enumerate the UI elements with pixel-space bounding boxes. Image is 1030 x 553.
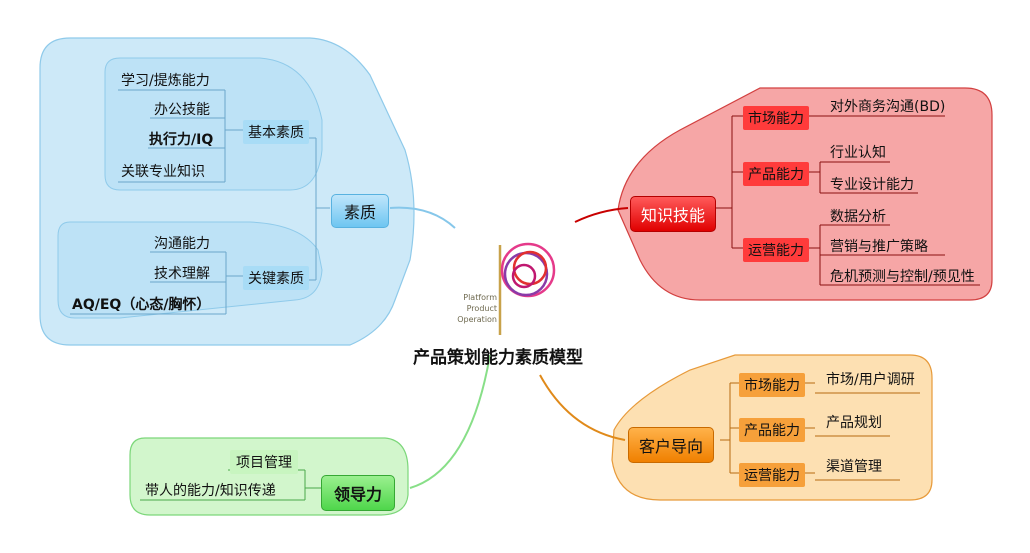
knowledge-region [617, 87, 993, 301]
basic-quality-item[interactable]: 执行力/IQ [149, 132, 214, 148]
leadership-item[interactable]: 项目管理 [230, 450, 298, 474]
knowledge-operation-item[interactable]: 危机预测与控制/预见性 [830, 269, 975, 285]
knowledge-market-node[interactable]: 市场能力 [743, 106, 809, 130]
logo-line: Platform [463, 293, 497, 302]
key-quality-item[interactable]: AQ/EQ（心态/胸怀） [72, 297, 211, 313]
quality-node[interactable]: 素质 [331, 194, 390, 228]
logo-line: Operation [457, 315, 497, 324]
customer-product-node[interactable]: 产品能力 [739, 418, 805, 442]
leadership-node[interactable]: 领导力 [321, 475, 396, 511]
center-logo-text: Platform Product Operation [455, 292, 497, 325]
central-topic[interactable]: 产品策划能力素质模型 [413, 348, 583, 368]
knowledge-operation-item[interactable]: 营销与推广策略 [830, 239, 928, 255]
key-quality-node[interactable]: 关键素质 [243, 266, 309, 290]
knowledge-operation-node[interactable]: 运营能力 [743, 238, 809, 262]
knowledge-node[interactable]: 知识技能 [630, 196, 717, 232]
customer-market-item[interactable]: 市场/用户调研 [826, 372, 915, 388]
connector-quality [389, 206, 456, 229]
customer-market-node[interactable]: 市场能力 [739, 373, 805, 397]
connector-knowledge [574, 207, 629, 223]
customer-operation-item[interactable]: 渠道管理 [826, 459, 882, 475]
knowledge-operation-item[interactable]: 数据分析 [830, 209, 886, 225]
key-quality-item[interactable]: 技术理解 [154, 266, 210, 282]
key-quality-item[interactable]: 沟通能力 [154, 236, 210, 252]
connector-customer [539, 374, 626, 441]
basic-quality-item[interactable]: 关联专业知识 [121, 164, 205, 180]
center-logo-icon [498, 242, 556, 335]
connector-leadership [409, 354, 491, 489]
customer-operation-node[interactable]: 运营能力 [739, 463, 805, 487]
logo-line: Product [466, 304, 497, 313]
basic-quality-item[interactable]: 办公技能 [154, 102, 210, 118]
basic-quality-item[interactable]: 学习/提炼能力 [121, 73, 210, 89]
key-quality-subregion [57, 221, 323, 319]
knowledge-product-node[interactable]: 产品能力 [743, 162, 809, 186]
customer-node[interactable]: 客户导向 [628, 427, 715, 463]
basic-quality-node[interactable]: 基本素质 [243, 120, 309, 144]
leadership-item[interactable]: 带人的能力/知识传递 [145, 483, 276, 499]
knowledge-product-item[interactable]: 专业设计能力 [830, 177, 914, 193]
customer-product-item[interactable]: 产品规划 [826, 415, 882, 431]
knowledge-product-item[interactable]: 行业认知 [830, 145, 886, 161]
knowledge-market-item[interactable]: 对外商务沟通(BD) [830, 99, 946, 115]
basic-quality-subregion [104, 57, 323, 191]
